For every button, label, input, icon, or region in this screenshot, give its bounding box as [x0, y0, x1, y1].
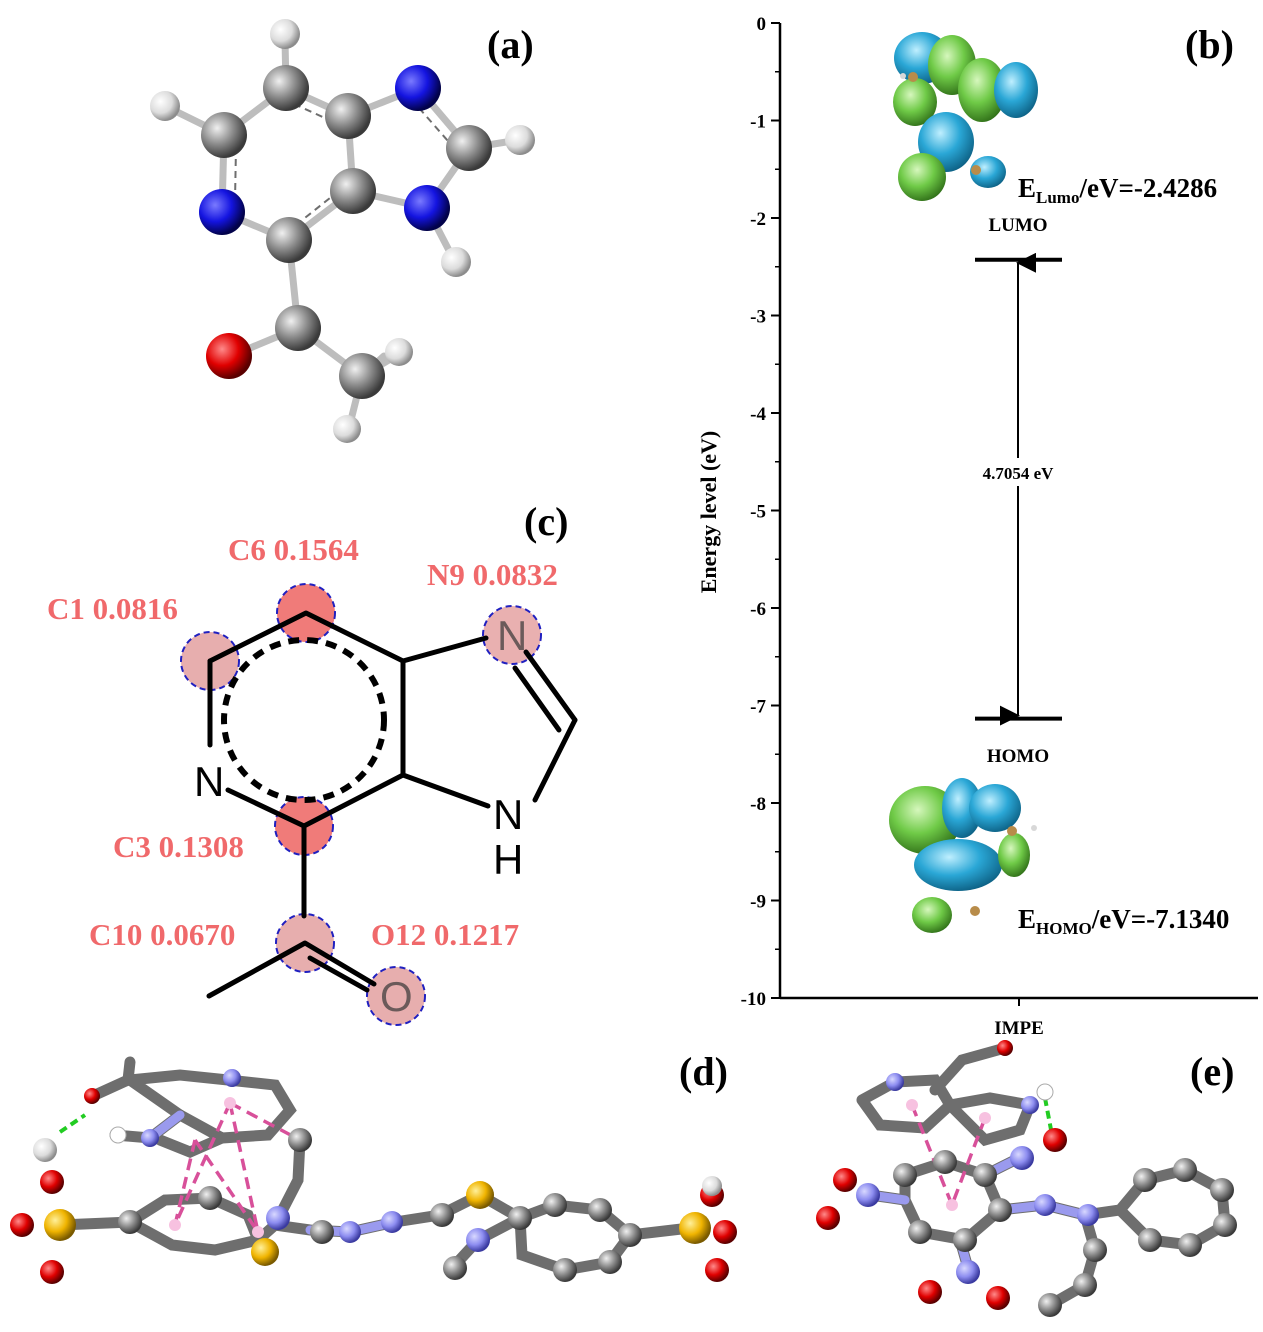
ring-n-left: N	[194, 758, 224, 805]
atom-label-o12: O12 0.1217	[371, 917, 519, 952]
atom-label-c6: C6 0.1564	[228, 532, 359, 567]
homo-energy-annotation: EHOMO/eV=-7.1340	[1018, 904, 1229, 938]
y-axis-ticks: 0 -1 -2 -3 -4 -5 -6 -7 -8 -9 -10	[741, 14, 780, 1010]
panel-a-label: (a)	[487, 22, 534, 67]
atom-n9-highlight	[482, 605, 542, 665]
ring-n9: N	[497, 612, 527, 659]
panel-c-label: (c)	[524, 499, 568, 544]
y-tick-label: -1	[750, 112, 766, 133]
lumo-label: LUMO	[988, 215, 1047, 236]
pi-interaction-lines-e	[910, 1104, 987, 1206]
panel-e-docking-pose	[816, 1040, 1237, 1317]
gap-label-bg	[968, 458, 1068, 486]
gap-label: 4.7054 eV	[983, 464, 1055, 483]
y-tick-label: -5	[750, 502, 766, 523]
hbond-line	[58, 1113, 87, 1134]
x-axis-category: IMPE	[994, 1018, 1044, 1039]
panel-b-label: (b)	[1185, 22, 1234, 67]
ring-o: O	[380, 973, 413, 1020]
y-tick-label: 0	[757, 14, 767, 35]
lumo-orbital-image	[893, 32, 1038, 201]
y-tick-label: -9	[750, 892, 766, 913]
panel-d-docking-pose	[10, 1056, 737, 1284]
panel-d-label: (d)	[679, 1049, 728, 1094]
y-tick-label: -3	[750, 307, 766, 328]
atom-o12-highlight	[366, 966, 426, 1026]
panel-a-molecule	[150, 19, 535, 443]
atom-label-c10: C10 0.0670	[89, 917, 235, 952]
atom-label-n9: N9 0.0832	[427, 557, 558, 592]
pi-interaction-lines	[173, 1101, 301, 1233]
panel-e-label: (e)	[1190, 1049, 1234, 1094]
homo-label: HOMO	[987, 746, 1049, 767]
ring-nh-n: N	[493, 791, 523, 838]
lumo-energy-annotation: ELumo/eV=-2.4286	[1018, 173, 1217, 207]
y-tick-label: -4	[750, 404, 766, 425]
panel-b-energy-chart: 0 -1 -2 -3 -4 -5 -6 -7 -8 -9 -10 Energy level (eV)…	[696, 14, 1258, 1039]
y-tick-label: -2	[750, 209, 766, 230]
panel-c-structure: N N N H O C1 0.0816 C6 0.1564 N9 0.0832 …	[47, 532, 578, 1026]
y-tick-label: -6	[750, 599, 766, 620]
atom-label-c3: C3 0.1308	[113, 829, 244, 864]
ring-nh-h: H	[493, 836, 523, 883]
y-axis-title: Energy level (eV)	[696, 431, 721, 594]
atom-label-c1: C1 0.0816	[47, 591, 178, 626]
y-tick-label: -10	[741, 989, 766, 1010]
y-tick-label: -8	[750, 794, 766, 815]
homo-orbital-image	[889, 778, 1037, 933]
y-tick-label: -7	[750, 697, 766, 718]
